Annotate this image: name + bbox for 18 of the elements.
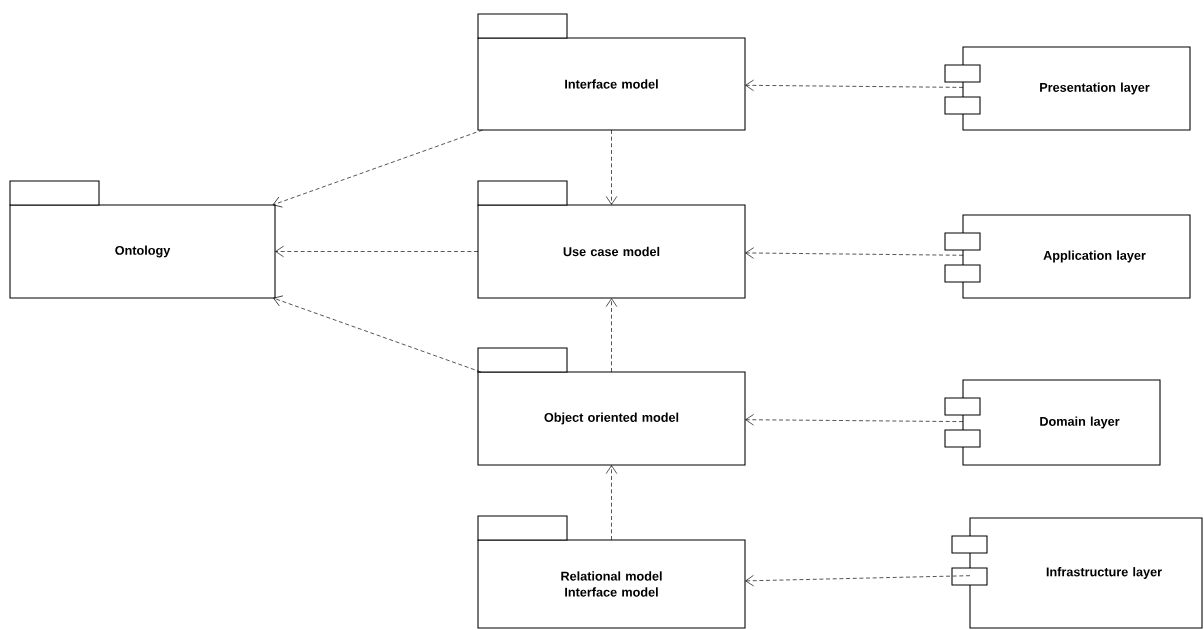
- dependency-arrow: [605, 129, 618, 205]
- dependency-arrow: [275, 245, 479, 258]
- component-box: Application layer: [944, 214, 1191, 299]
- package-box: Relational model Interface model: [477, 515, 746, 629]
- package-box: Object oriented model: [477, 347, 746, 466]
- dependency-arrow: [745, 247, 964, 259]
- component-box: Presentation layer: [944, 46, 1191, 131]
- package-box: Interface model: [477, 13, 746, 131]
- package-box: Use case model: [477, 180, 746, 299]
- component-box: Domain layer: [944, 379, 1161, 466]
- package-box: Ontology: [9, 180, 276, 299]
- dependency-arrow: [605, 465, 618, 541]
- dependency-arrow: [272, 129, 483, 208]
- component-box: Infrastructure layer: [951, 517, 1203, 629]
- dependency-arrow: [745, 414, 964, 426]
- dependency-arrow: [605, 298, 618, 373]
- dependency-arrow: [745, 79, 964, 92]
- dependency-arrow: [273, 295, 482, 373]
